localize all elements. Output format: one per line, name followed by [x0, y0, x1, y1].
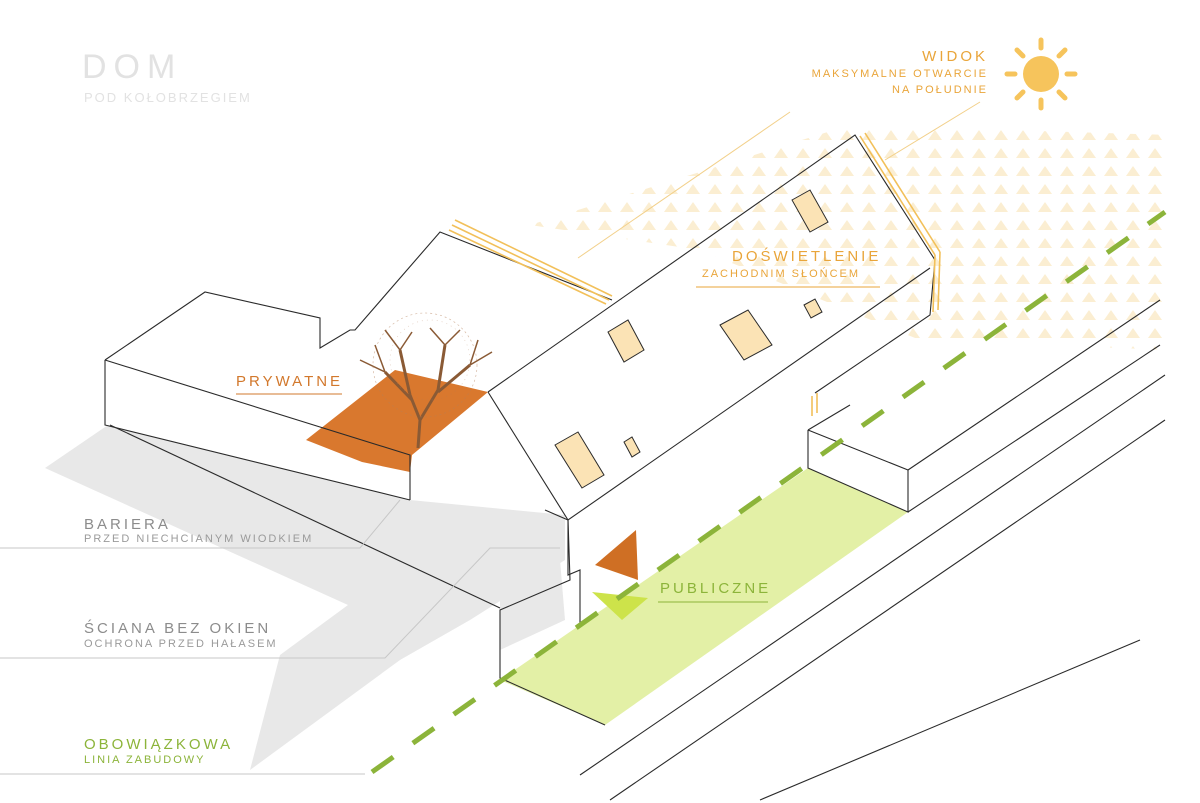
light-title: DOŚWIETLENIE — [732, 248, 882, 265]
private-label: PRYWATNE — [236, 373, 344, 390]
window — [791, 189, 829, 233]
public-label: PUBLICZNE — [660, 580, 772, 597]
view-line-2: NA POŁUDNIE — [892, 84, 988, 96]
entrance-marker — [595, 530, 638, 580]
wall-subtitle: OCHRONA PRZED HAŁASEM — [84, 638, 278, 650]
tree-icon — [359, 312, 493, 449]
page-title: DOM — [82, 48, 183, 86]
window — [719, 309, 773, 361]
building-line — [370, 209, 1167, 775]
window — [554, 431, 605, 489]
view-title: WIDOK — [922, 48, 988, 65]
page-subtitle: POD KOŁOBRZEGIEM — [84, 90, 252, 105]
building-outline — [104, 134, 1166, 801]
building-line-subtitle: LINIA ZABUDOWY — [84, 754, 206, 766]
sun-leader-lines — [577, 101, 981, 259]
windows — [554, 189, 829, 489]
arrow-icon — [592, 592, 648, 620]
sun-icon — [1004, 37, 1078, 111]
building-line-title: OBOWIĄZKOWA — [84, 736, 234, 753]
window — [607, 319, 645, 363]
wall-title: ŚCIANA BEZ OKIEN — [84, 620, 272, 637]
ground-shadow — [45, 425, 565, 770]
light-subtitle: ZACHODNIM SŁOŃCEM — [702, 268, 861, 280]
window — [623, 436, 641, 458]
public-area — [500, 468, 908, 725]
barrier-title: BARIERA — [84, 516, 171, 533]
view-line-1: MAKSYMALNE OTWARCIE — [811, 68, 988, 80]
label-underlines — [236, 286, 880, 603]
sunlight-pattern — [530, 125, 1170, 350]
private-area — [306, 370, 488, 472]
roof-accent — [448, 132, 941, 416]
leader-lines — [0, 499, 560, 775]
window — [803, 298, 823, 319]
barrier-subtitle: PRZED NIECHCIANYM WIODKIEM — [84, 533, 314, 545]
